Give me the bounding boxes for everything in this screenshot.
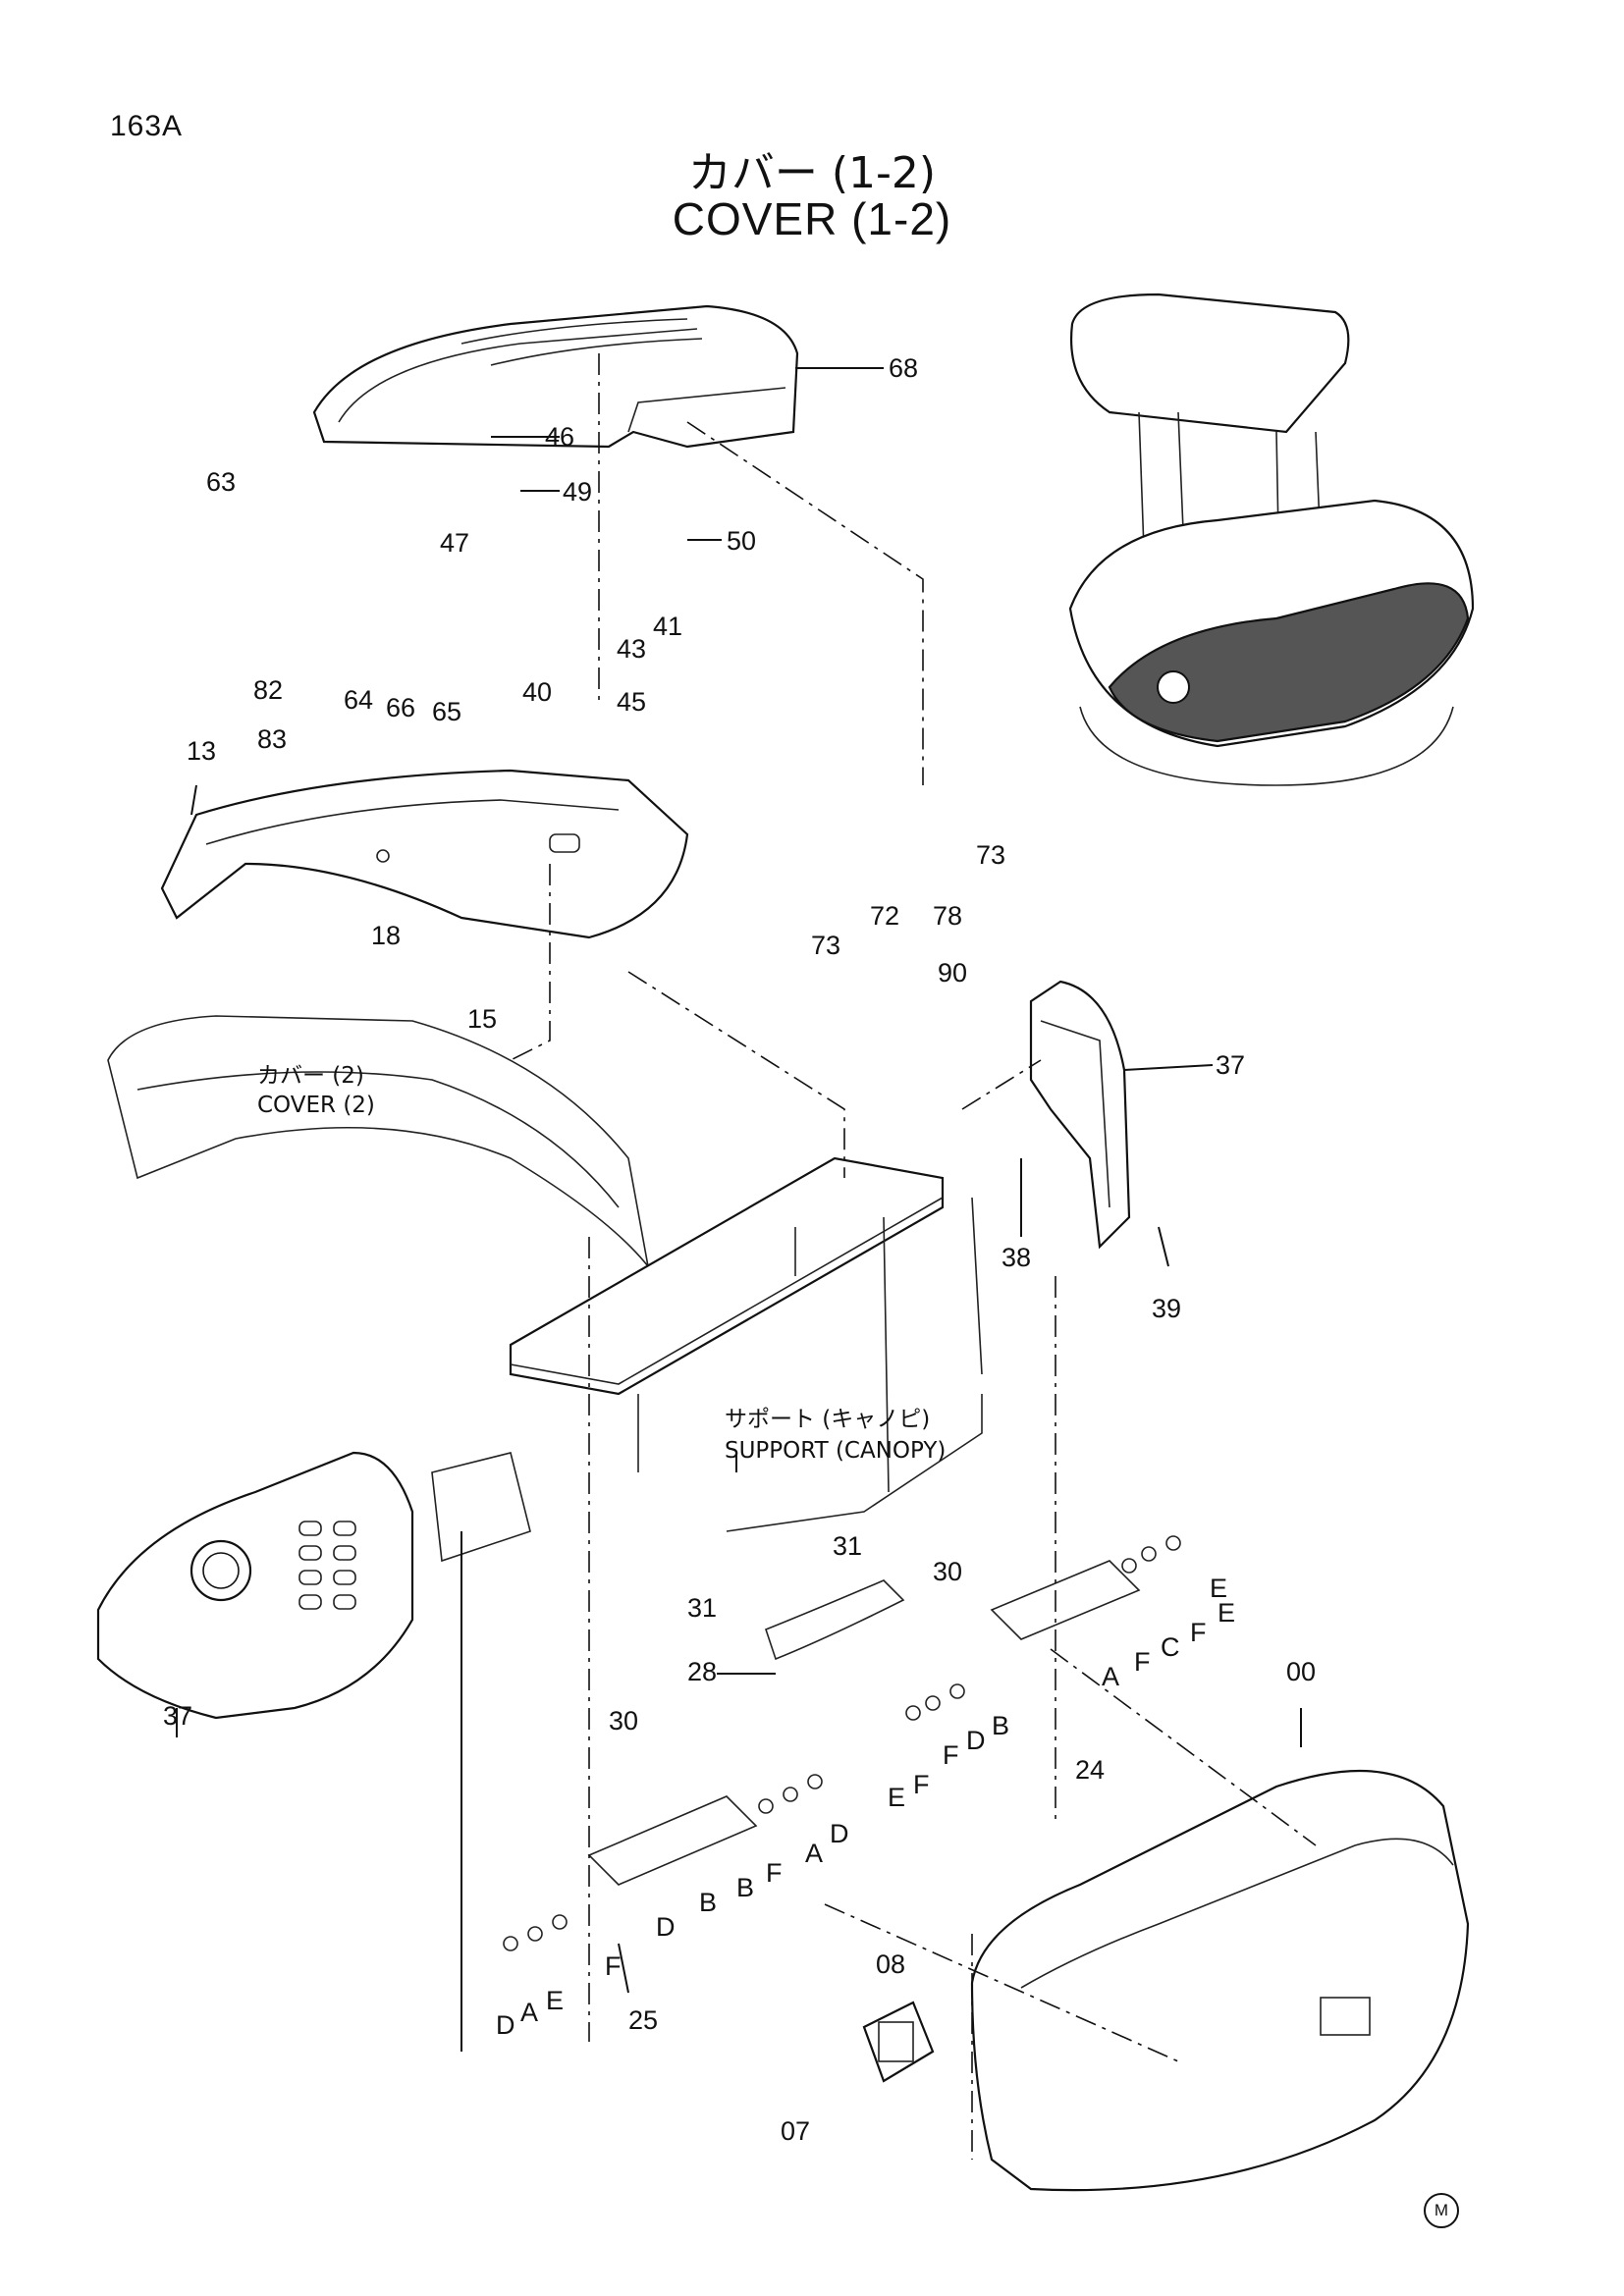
left-fender-drawing <box>160 769 689 939</box>
letter-D2: F <box>766 1858 783 1888</box>
callout-82: 82 <box>253 675 284 705</box>
note-support-en: SUPPORT (CANOPY) <box>725 1438 947 1464</box>
callout-49: 49 <box>563 477 593 507</box>
callout-31a: 31 <box>833 1531 863 1561</box>
callout-28: 28 <box>687 1657 718 1686</box>
callout-64: 64 <box>344 685 374 715</box>
letter-A1: A <box>1102 1662 1120 1691</box>
callout-08: 08 <box>876 1949 906 1979</box>
m-mark: M <box>1424 2193 1459 2228</box>
note-cover2-en: COVER (2) <box>257 1093 375 1118</box>
callout-46: 46 <box>545 422 575 452</box>
assembly-lines <box>510 353 1317 2160</box>
letter-E3: D <box>830 1819 849 1848</box>
letter-C2: E <box>546 1986 565 2015</box>
callout-73b: 73 <box>811 931 841 960</box>
callout-66: 66 <box>386 693 416 722</box>
callout-43: 43 <box>617 634 647 664</box>
callout-78: 78 <box>933 901 963 931</box>
letter-F7: F <box>605 1951 622 1981</box>
callout-38: 38 <box>1001 1243 1032 1272</box>
callout-00: 00 <box>1286 1657 1317 1686</box>
letter-F3: D <box>966 1726 986 1755</box>
callout-31b: 31 <box>687 1593 718 1623</box>
callout-25: 25 <box>628 2005 659 2035</box>
callout-83: 83 <box>257 724 288 754</box>
support-frame-drawing <box>431 1156 983 1563</box>
front-left-cover-drawing <box>96 1451 414 1720</box>
letter-B2: B <box>699 1888 718 1917</box>
roof-cover-drawing <box>312 304 799 449</box>
page-number: 163A <box>110 110 184 142</box>
callout-73a: 73 <box>976 840 1006 870</box>
letter-F8: A <box>520 1998 539 2027</box>
letter-F5: A <box>805 1839 824 1868</box>
callout-41: 41 <box>653 612 683 641</box>
callout-30b: 30 <box>609 1706 639 1735</box>
letter-F2: F <box>1134 1647 1151 1677</box>
callout-18: 18 <box>371 921 402 950</box>
callout-24: 24 <box>1075 1755 1106 1785</box>
note-support-jp: サポート (キャノピ) <box>725 1407 931 1432</box>
right-guard-drawing <box>1029 980 1131 1250</box>
note-cover2-jp: カバー (2) <box>257 1063 364 1089</box>
letter-A2: D <box>656 1912 676 1942</box>
letter-D1: F <box>943 1740 959 1770</box>
callout-68: 68 <box>889 353 919 383</box>
hinge-assembly-drawing <box>503 1535 1181 1951</box>
letter-F6: B <box>736 1873 755 1902</box>
rear-cover-drawing <box>970 1769 1470 2192</box>
callout-07: 07 <box>781 2116 811 2146</box>
letter-E2: E <box>888 1783 906 1812</box>
letter-E1b: E <box>1210 1574 1228 1603</box>
callout-33: 37 <box>163 1701 193 1731</box>
callout-37: 37 <box>1216 1050 1246 1080</box>
callout-45: 45 <box>617 687 647 717</box>
callout-13: 13 <box>187 736 217 766</box>
callout-65: 65 <box>432 697 462 726</box>
callout-40: 40 <box>522 677 553 707</box>
letter-C1: C <box>1161 1632 1180 1662</box>
callout-90: 90 <box>938 958 968 988</box>
callout-63: 63 <box>206 467 237 497</box>
letter-E4: D <box>496 2010 515 2040</box>
letter-B1: B <box>992 1711 1010 1740</box>
callout-15: 15 <box>467 1004 498 1034</box>
callout-leaders <box>176 367 1302 2052</box>
callout-30a: 30 <box>933 1557 963 1586</box>
letter-E1: E <box>1218 1598 1236 1628</box>
latch-drawing <box>862 2001 935 2083</box>
letter-F4: F <box>913 1770 930 1799</box>
letter-F1: F <box>1190 1618 1207 1647</box>
callout-39: 39 <box>1152 1294 1182 1323</box>
callout-72: 72 <box>870 901 900 931</box>
callout-50: 50 <box>727 526 757 556</box>
title-english: COVER (1-2) <box>672 193 952 244</box>
title-japanese: カバー (1-2) <box>687 148 937 198</box>
callout-47: 47 <box>440 528 470 558</box>
machine-overview-drawing <box>1068 293 1475 786</box>
cover2-outline-drawing <box>107 1015 649 1267</box>
